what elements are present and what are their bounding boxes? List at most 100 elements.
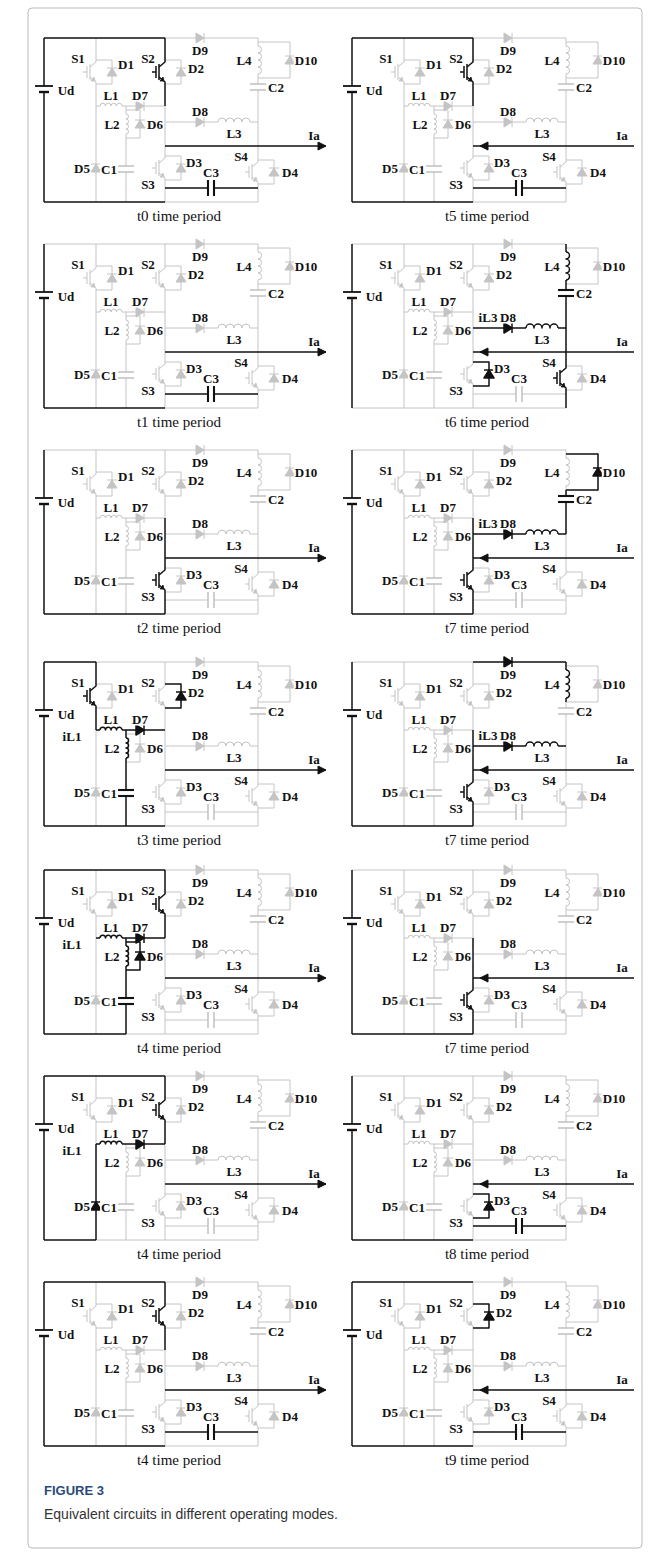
circuit-wire (176, 1106, 186, 1114)
circuit-wire (136, 1139, 144, 1149)
component-label: L1 (410, 501, 427, 514)
circuit-wire (484, 480, 494, 481)
circuit-wire (250, 83, 266, 85)
circuit-wire (467, 662, 473, 691)
circuit-wire (118, 1409, 134, 1411)
circuit-wire (44, 661, 96, 663)
circuit-wire (467, 1417, 473, 1446)
circuit-wire (484, 1106, 494, 1114)
circuit-wire (258, 714, 259, 746)
circuit-wire (504, 239, 512, 249)
component-label: D2 (495, 1306, 513, 1319)
component-label: D10 (602, 260, 626, 273)
component-label: L2 (103, 530, 120, 543)
circuit-wire (443, 744, 453, 745)
component-label: L1 (102, 921, 119, 934)
circuit-wire (404, 312, 408, 313)
component-label: D10 (294, 678, 318, 691)
component-label: D3 (185, 568, 203, 581)
circuit-wire (434, 320, 437, 340)
circuit-wire (565, 244, 567, 252)
circuit-wire (408, 935, 430, 938)
component-label: Ia (615, 541, 629, 554)
circuit-wire (126, 738, 129, 758)
circuit-wire (565, 502, 567, 534)
circuit-wire (204, 33, 205, 43)
component-label: Ia (307, 753, 321, 766)
circuit-wire (468, 1115, 472, 1119)
component-label: D3 (185, 1194, 203, 1207)
circuit-wire (565, 280, 567, 284)
component-label: C3 (510, 372, 528, 385)
circuit-wire (434, 378, 435, 408)
circuit-wire (343, 497, 361, 499)
circuit-wire (165, 534, 218, 535)
circuit-wire (35, 497, 53, 499)
circuit-wire (196, 1361, 204, 1371)
circuit-wire (566, 878, 570, 906)
panel-caption: t4 time period (137, 1246, 221, 1263)
component-label: C1 (100, 1407, 118, 1420)
component-label: C3 (202, 166, 220, 179)
component-label: D9 (191, 44, 209, 57)
circuit-wire (250, 1366, 258, 1367)
circuit-wire (126, 1210, 127, 1240)
circuit-wire (39, 715, 49, 717)
component-label: Ud (365, 290, 384, 303)
circuit-wire (204, 1071, 205, 1081)
circuit-panel (343, 33, 634, 202)
component-label: S4 (541, 1394, 557, 1407)
component-label: L4 (543, 886, 560, 899)
component-label: L3 (533, 751, 550, 764)
circuit-wire (196, 741, 204, 751)
component-label: S3 (448, 1010, 464, 1023)
figure-caption: Equivalent circuits in different operati… (44, 1506, 634, 1523)
component-label: D8 (499, 311, 517, 324)
component-label: Ud (57, 84, 76, 97)
circuit-wire (165, 351, 326, 353)
circuit-wire (352, 201, 404, 203)
circuit-wire (91, 283, 95, 287)
circuit-wire (159, 312, 165, 369)
circuit-wire (404, 730, 408, 731)
circuit-panel (343, 1071, 634, 1240)
circuit-wire (398, 1076, 404, 1105)
circuit-wire (160, 701, 164, 705)
circuit-wire (218, 1156, 250, 1160)
circuit-wire (480, 142, 488, 150)
circuit-wire (560, 534, 566, 579)
circuit-wire (504, 1361, 512, 1371)
circuit-wire (39, 297, 49, 299)
circuit-wire (452, 101, 453, 111)
circuit-wire (204, 741, 205, 751)
circuit-wire (125, 730, 127, 738)
circuit-wire (160, 283, 164, 287)
figure-frame (28, 8, 642, 1548)
component-label: D4 (281, 372, 299, 385)
circuit-wire (135, 1158, 145, 1166)
circuit-wire (467, 283, 473, 312)
component-label: C2 (267, 81, 285, 94)
circuit-wire (434, 114, 437, 134)
circuit-wire (460, 1206, 464, 1207)
circuit-wire (566, 702, 567, 708)
circuit-wire (408, 515, 430, 518)
circuit-wire (39, 503, 49, 505)
component-label: C3 (510, 1410, 528, 1423)
component-label: D2 (495, 268, 513, 281)
circuit-wire (566, 1286, 598, 1322)
circuit-wire (526, 742, 558, 746)
circuit-wire (434, 1176, 435, 1204)
circuit-wire (96, 450, 165, 451)
circuit-wire (473, 1431, 516, 1433)
component-label: L1 (102, 89, 119, 102)
circuit-wire (343, 85, 361, 87)
circuit-wire (258, 1112, 259, 1116)
circuit-wire (484, 274, 494, 275)
component-label: D8 (191, 729, 209, 742)
circuit-wire (126, 1358, 129, 1378)
circuit-wire (126, 1152, 129, 1172)
circuit-wire (577, 1000, 587, 1008)
circuit-wire (404, 938, 405, 1034)
component-label: Ud (57, 1328, 76, 1341)
